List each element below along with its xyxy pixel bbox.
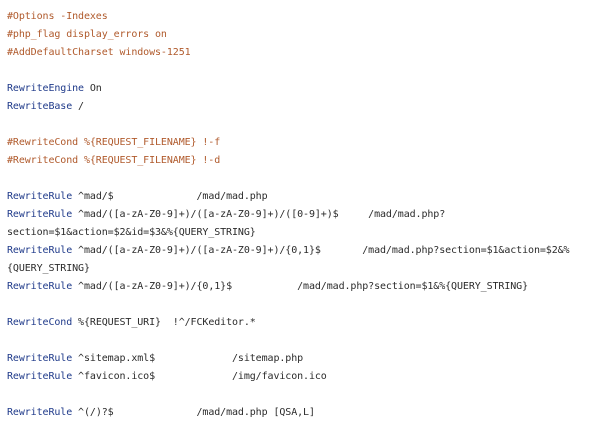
blank-line	[7, 296, 597, 314]
comment-text: #Options -Indexes	[7, 11, 108, 22]
directive-keyword: RewriteRule	[7, 209, 73, 220]
code-line: RewriteRule ^sitemap.xml$ /sitemap.php	[7, 350, 597, 368]
directive-keyword: RewriteRule	[7, 245, 73, 256]
directive-keyword: RewriteCond	[7, 317, 73, 328]
htaccess-code-block: #Options -Indexes #php_flag display_error…	[7, 8, 597, 422]
code-line: RewriteRule ^mad/([a-zA-Z0-9]+)/([a-zA-Z…	[7, 242, 597, 260]
directive-keyword: RewriteEngine	[7, 83, 84, 94]
blank-line	[7, 116, 597, 134]
directive-arguments: ^sitemap.xml$ /sitemap.php	[72, 353, 304, 364]
blank-line	[7, 62, 597, 80]
code-line: #Options -Indexes	[7, 8, 597, 26]
blank-line	[7, 170, 597, 188]
code-line: RewriteRule ^mad/([a-zA-Z0-9]+)/([a-zA-Z…	[7, 206, 597, 224]
directive-keyword: RewriteBase	[7, 101, 73, 112]
code-line: RewriteRule ^mad/$ /mad/mad.php	[7, 188, 597, 206]
directive-arguments: ^mad/$ /mad/mad.php	[72, 191, 268, 202]
code-line: RewriteRule ^favicon.ico$ /img/favicon.i…	[7, 368, 597, 386]
code-line: RewriteRule ^mad/([a-zA-Z0-9]+)/{0,1}$ /…	[7, 278, 597, 296]
comment-text: #RewriteCond %{REQUEST_FILENAME} !-f	[7, 137, 221, 148]
directive-arguments: ^(/)?$ /mad/mad.php [QSA,L]	[72, 407, 315, 418]
directive-arguments: %{REQUEST_URI} !^/FCKeditor.*	[72, 317, 256, 328]
comment-text: #RewriteCond %{REQUEST_FILENAME} !-d	[7, 155, 221, 166]
comment-text: #php_flag display_errors on	[7, 29, 167, 40]
code-line: #RewriteCond %{REQUEST_FILENAME} !-d	[7, 152, 597, 170]
continuation-text: {QUERY_STRING}	[7, 263, 90, 274]
comment-text: #AddDefaultCharset windows-1251	[7, 47, 191, 58]
directive-keyword: RewriteRule	[7, 281, 73, 292]
blank-line	[7, 332, 597, 350]
code-line: #AddDefaultCharset windows-1251	[7, 44, 597, 62]
directive-arguments: On	[83, 83, 102, 94]
directive-arguments: ^mad/([a-zA-Z0-9]+)/{0,1}$ /mad/mad.php?…	[72, 281, 529, 292]
directive-arguments: ^mad/([a-zA-Z0-9]+)/([a-zA-Z0-9]+)/{0,1}…	[72, 245, 570, 256]
code-line: section=$1&action=$2&id=$3&%{QUERY_STRIN…	[7, 224, 597, 242]
code-line: #php_flag display_errors on	[7, 26, 597, 44]
directive-keyword: RewriteRule	[7, 371, 73, 382]
code-line: #RewriteCond %{REQUEST_FILENAME} !-f	[7, 134, 597, 152]
directive-keyword: RewriteRule	[7, 353, 73, 364]
code-line: RewriteBase /	[7, 98, 597, 116]
directive-keyword: RewriteRule	[7, 407, 73, 418]
code-line: RewriteRule ^(/)?$ /mad/mad.php [QSA,L]	[7, 404, 597, 422]
directive-arguments: ^favicon.ico$ /img/favicon.ico	[72, 371, 327, 382]
directive-arguments: ^mad/([a-zA-Z0-9]+)/([a-zA-Z0-9]+)/([0-9…	[72, 209, 446, 220]
directive-keyword: RewriteRule	[7, 191, 73, 202]
code-line: RewriteCond %{REQUEST_URI} !^/FCKeditor.…	[7, 314, 597, 332]
code-line: RewriteEngine On	[7, 80, 597, 98]
directive-arguments: /	[72, 101, 84, 112]
continuation-text: section=$1&action=$2&id=$3&%{QUERY_STRIN…	[7, 227, 256, 238]
blank-line	[7, 386, 597, 404]
code-line: {QUERY_STRING}	[7, 260, 597, 278]
